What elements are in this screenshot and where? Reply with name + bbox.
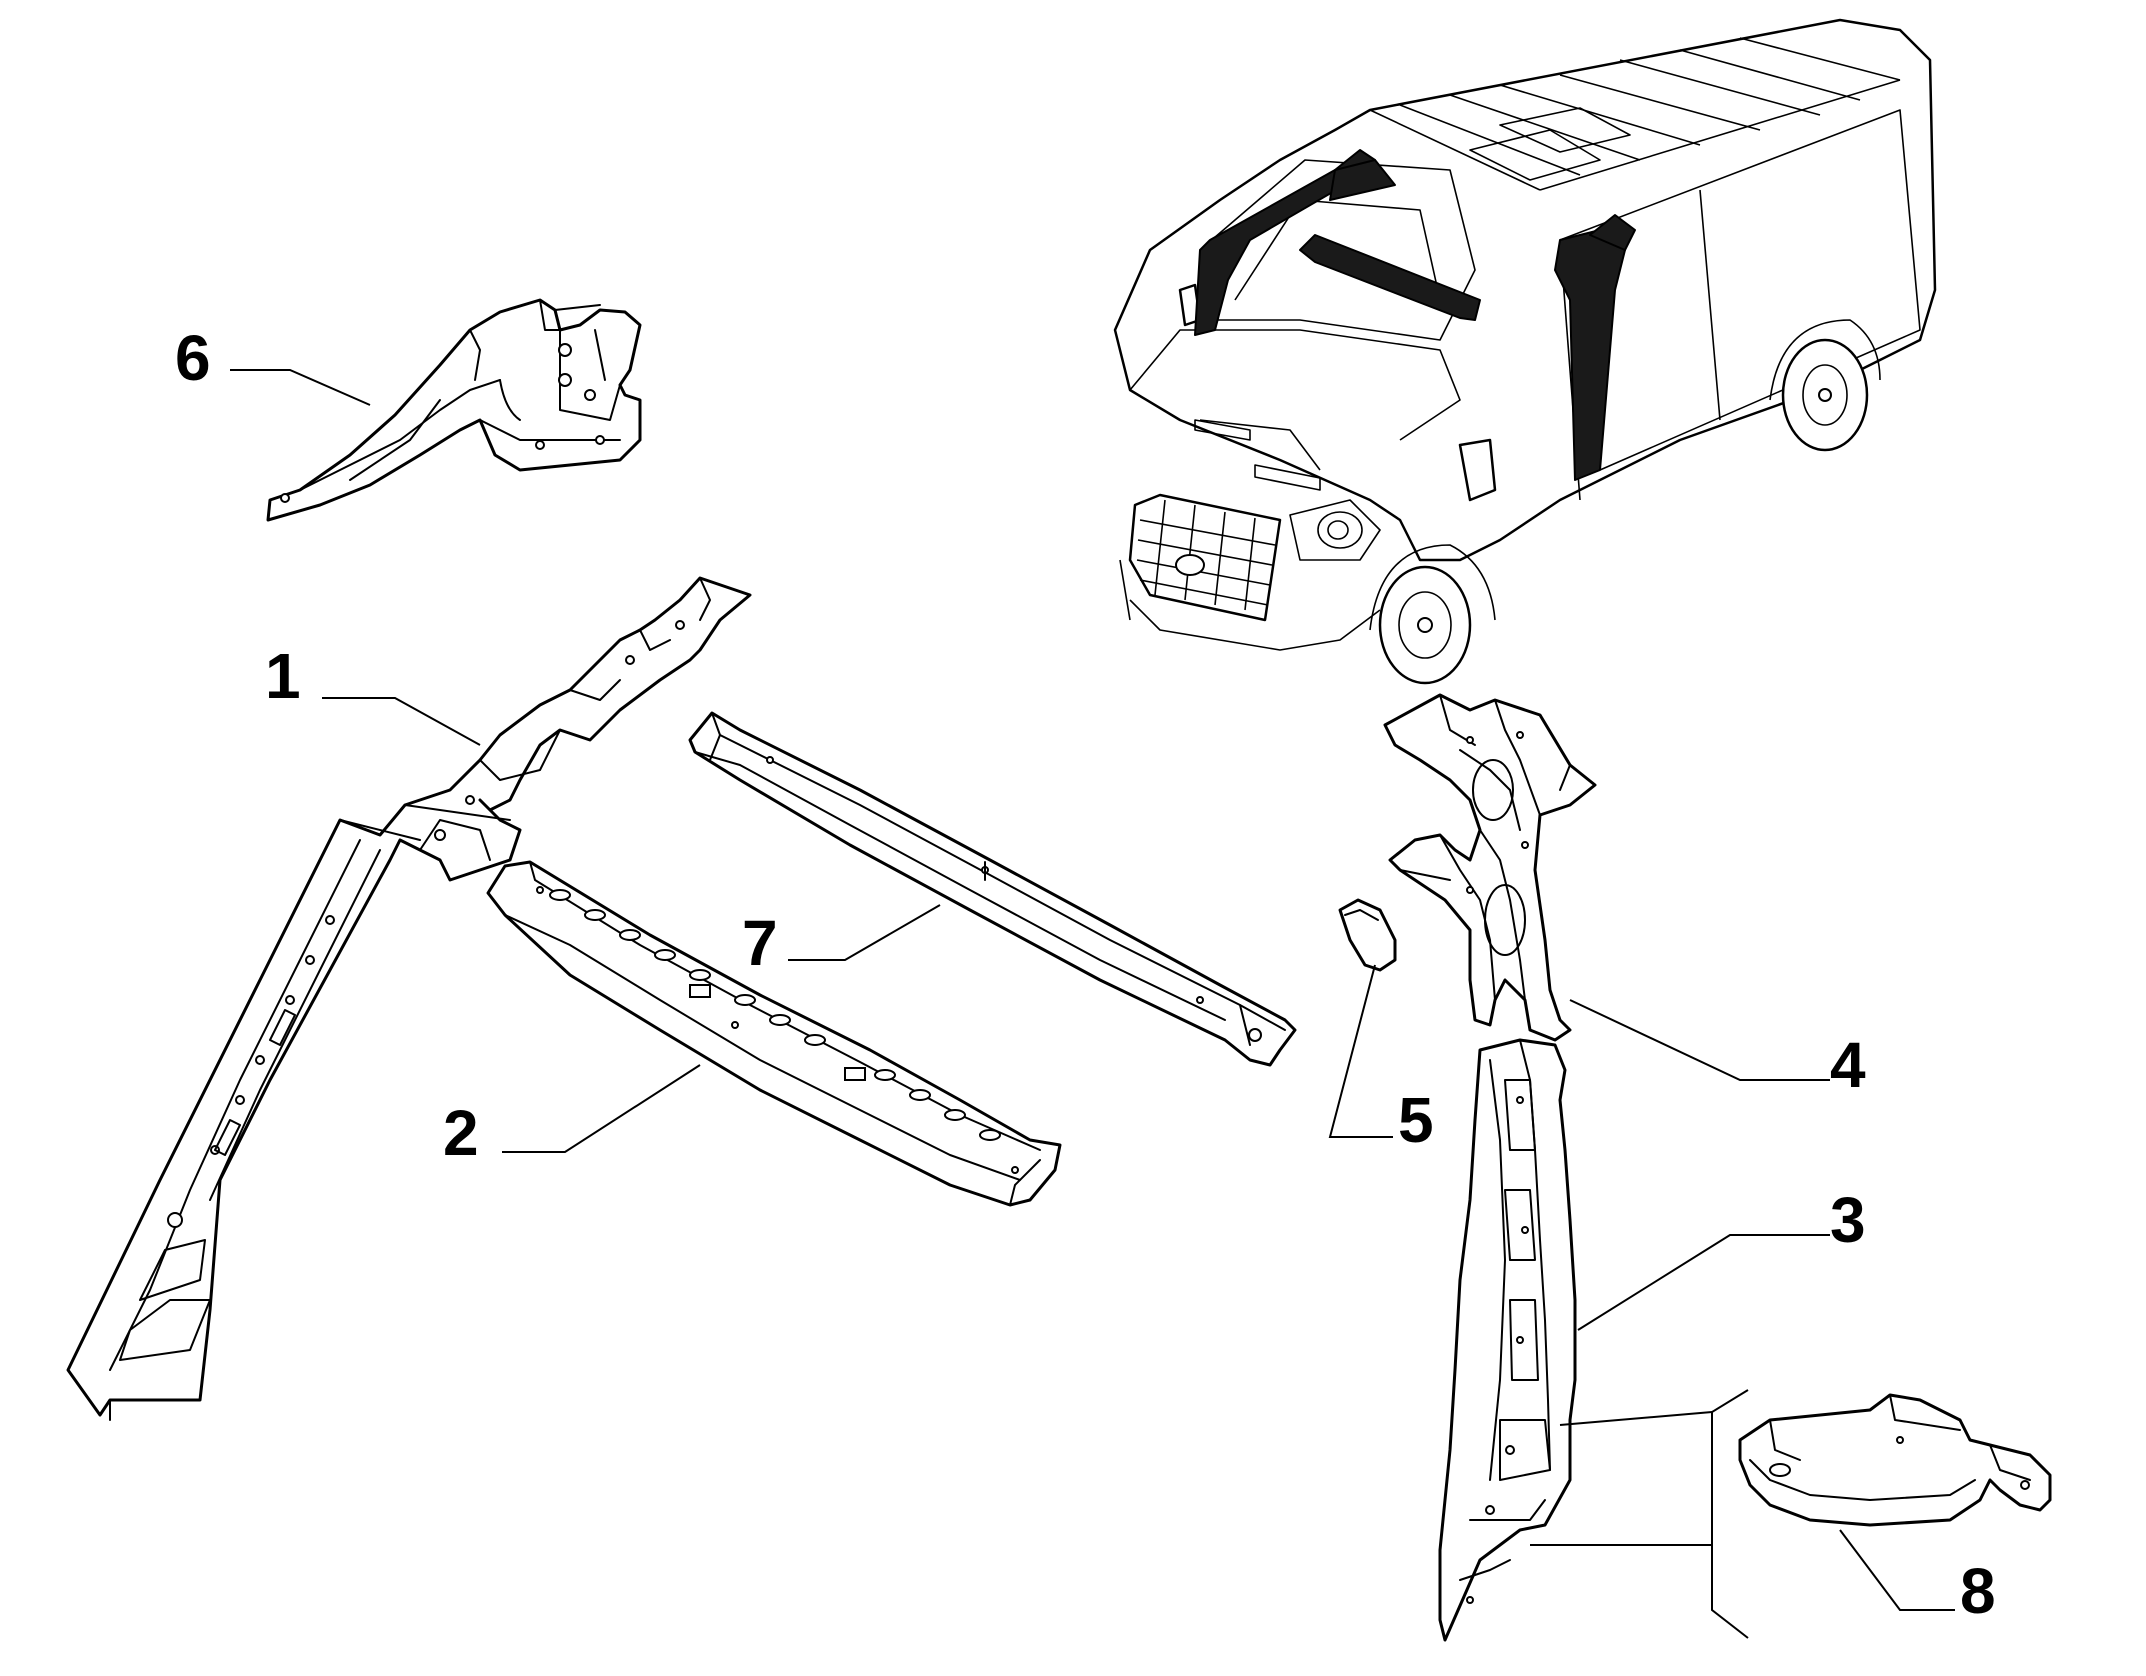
callout-3: 3 [1830, 1184, 1866, 1256]
leader-3 [1577, 1234, 1830, 1331]
leader-4 [1569, 999, 1830, 1081]
leader-7 [788, 904, 941, 961]
callout-7: 7 [742, 907, 778, 979]
part-5-small-cover [1338, 898, 1397, 972]
part-4-upper-pillar-reinforcement [1383, 693, 1597, 1042]
leader-8-to-pillar-a [1559, 1411, 1713, 1426]
leader-2 [502, 1064, 701, 1153]
van-overview-illustration [1113, 18, 1937, 685]
leader-8 [1839, 1529, 1955, 1611]
leader-lines [230, 369, 1955, 1639]
leader-5 [1328, 964, 1393, 1138]
leader-8-bracket [1711, 1389, 1749, 1639]
part-3-b-pillar [1438, 1038, 1577, 1642]
leader-6 [230, 369, 371, 406]
part-2-windshield-crossmember [486, 860, 1062, 1207]
callout-4: 4 [1830, 1029, 1866, 1101]
part-6-bracket [266, 298, 642, 522]
part-1-a-pillar [66, 576, 752, 1421]
leader-1 [322, 697, 481, 746]
callout-numbers: 1 2 3 4 5 6 7 8 [175, 322, 1996, 1627]
callout-8: 8 [1960, 1555, 1996, 1627]
callout-1: 1 [265, 640, 301, 712]
callout-5: 5 [1398, 1084, 1434, 1156]
part-7-roof-crossbar [688, 711, 1297, 1067]
callout-2: 2 [443, 1097, 479, 1169]
part-8-floor-bracket [1738, 1393, 2052, 1527]
callout-6: 6 [175, 322, 211, 394]
